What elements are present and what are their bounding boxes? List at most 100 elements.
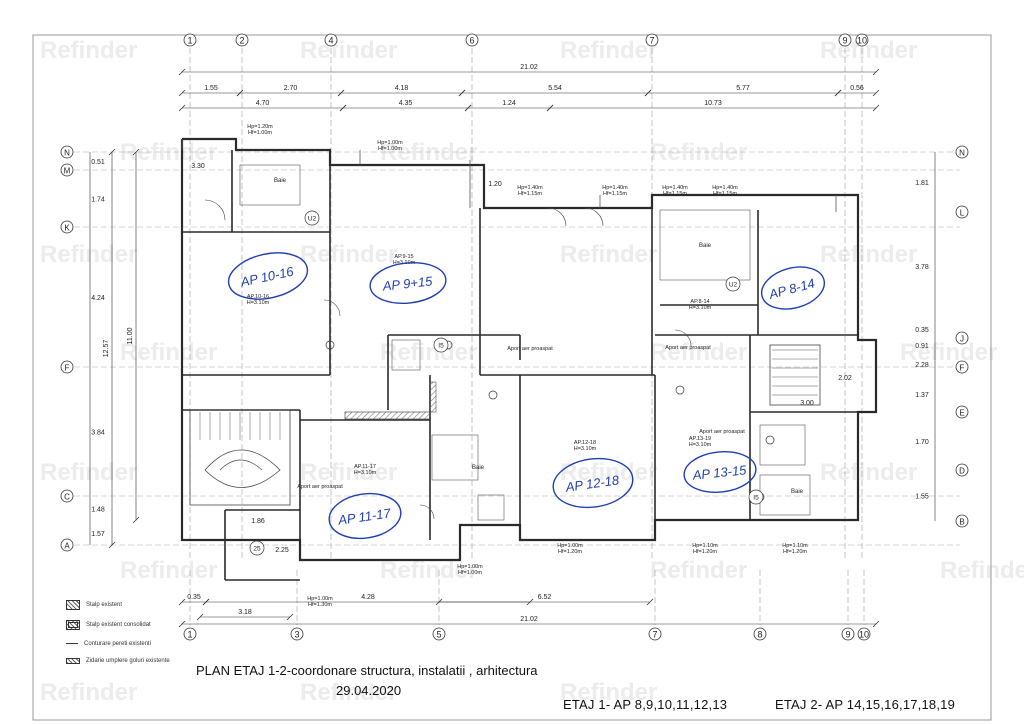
dimension-label: 3.18 [238, 609, 252, 616]
double-square-icon [66, 620, 80, 630]
axis-label: C [64, 493, 70, 502]
watermark-text: Refinder [40, 241, 137, 268]
dimension-tick [458, 89, 466, 97]
axis-bubble [857, 627, 871, 641]
axis-label: 9 [845, 630, 850, 640]
height-note: Hp=1.40m [517, 185, 543, 191]
axis-bubble [60, 220, 74, 234]
height-note: Hf=1.20m [558, 549, 582, 555]
dimension-label: 0.35 [187, 594, 201, 601]
aport-note: Aport aer proaspat [507, 346, 553, 352]
dimension-label: 5.77 [736, 85, 750, 92]
hatched-infill [429, 381, 437, 413]
dimension-tick [339, 104, 347, 112]
axis-label: 10 [857, 36, 867, 46]
axis-label: 8 [757, 630, 762, 640]
dimension-tick [202, 598, 210, 606]
axis-bubble [183, 627, 197, 641]
bathroom-fixture [239, 164, 301, 206]
stair-box [769, 344, 821, 406]
dimension-label: 1.86 [251, 518, 265, 525]
legend-label: Stalp existent [86, 602, 123, 608]
etaj-2-apartments: ETAJ 2- AP 14,15,16,17,18,19 [775, 697, 956, 712]
tag-label: I5 [438, 343, 444, 350]
axis-label: N [959, 149, 965, 158]
height-note: Hp=1.40m [602, 185, 628, 191]
text-labels: Hp=1.20mHf=1.00mHp=1.00mHf=1.00mHp=1.40m… [247, 124, 808, 608]
walls [180, 137, 878, 581]
watermark-text: Refinder [650, 557, 747, 584]
axis-bubble [465, 33, 479, 47]
door-swing [204, 199, 226, 221]
legend-label: Zidarie umplere goluri existente [86, 658, 170, 664]
apartment-height: H=3.10m [689, 305, 712, 311]
ink-ellipse [552, 457, 634, 509]
drawing-title: PLAN ETAJ 1-2-coordonare structura, inst… [196, 663, 538, 678]
tag-circle [725, 276, 741, 292]
tag-label: I5 [753, 495, 759, 502]
bathroom-fixture [431, 434, 479, 481]
door-swing [584, 207, 604, 227]
watermark-text: Refinder [40, 679, 137, 706]
axis-bubble [955, 405, 969, 419]
dimension-tick [872, 89, 880, 97]
dimension-label: 1.74 [91, 197, 105, 204]
dimension-tick [464, 104, 472, 112]
room-details [189, 164, 821, 521]
dimension-tick [546, 104, 554, 112]
axis-bubble [855, 33, 869, 47]
dimension-label: 2.28 [915, 362, 929, 369]
height-note: Hf=1.00m [378, 146, 402, 152]
hatched-strip-icon [66, 658, 80, 664]
height-note: Hf=1.15m [663, 191, 687, 197]
tag-label: U2 [308, 216, 317, 223]
axis-bubble [648, 627, 662, 641]
door-swing [547, 207, 567, 227]
dimension-label: 1.20 [488, 181, 502, 188]
axis-bubble [955, 360, 969, 374]
axis-bubble [955, 514, 969, 528]
watermark-text: Refinder [300, 37, 397, 64]
dimension-label: 1.57 [91, 531, 105, 538]
bathroom-fixture [477, 494, 505, 521]
apartment-handwritten-label: AP 13-15 [691, 462, 748, 483]
axis-label: 9 [842, 36, 847, 46]
height-note: Hf=1.20m [693, 549, 717, 555]
aport-note: Aport aer proaspat [297, 484, 343, 490]
door-swing [323, 299, 341, 317]
ink-ellipse [369, 262, 447, 304]
apartment-code: AP.8-14 [690, 299, 709, 305]
dimension-label: 4.18 [395, 85, 409, 92]
height-note: Hp=1.10m [782, 543, 808, 549]
axis-label: B [959, 518, 964, 527]
axis-label: L [960, 209, 965, 218]
watermark-text: Refinder [300, 679, 397, 706]
axis-bubble [290, 627, 304, 641]
dimension-tick [286, 613, 294, 621]
dimension-tick [178, 598, 186, 606]
axis-bubble [60, 163, 74, 177]
axis-bubble [841, 627, 855, 641]
dimension-label: 1.55 [204, 85, 218, 92]
dimension-tick [108, 148, 116, 156]
dimension-label: 0.56 [850, 85, 864, 92]
dimension-label: 2.70 [284, 85, 298, 92]
dimension-label: 11.00 [127, 327, 134, 344]
ink-ellipse [760, 266, 826, 310]
room-name-baie: Baie [791, 489, 804, 495]
pipe-circle [325, 340, 335, 350]
dimension-label: 1.37 [915, 392, 929, 399]
height-note: Hp=1.20m [247, 124, 273, 130]
pipe-circle [488, 390, 498, 400]
apartment-code: AP.13-19 [689, 436, 711, 442]
apartment-height: H=3.10m [574, 446, 597, 452]
tag-circle [748, 489, 764, 505]
dimension-tick [872, 620, 880, 628]
watermark-text: Refinder [650, 339, 747, 366]
dimension-label: 6.52 [538, 594, 552, 601]
door-swing [674, 329, 692, 347]
dimension-tick [178, 68, 186, 76]
bathroom-fixture [391, 339, 421, 371]
dimension-tick [646, 598, 654, 606]
legend-label: Stalp existent consolidat [86, 622, 151, 628]
